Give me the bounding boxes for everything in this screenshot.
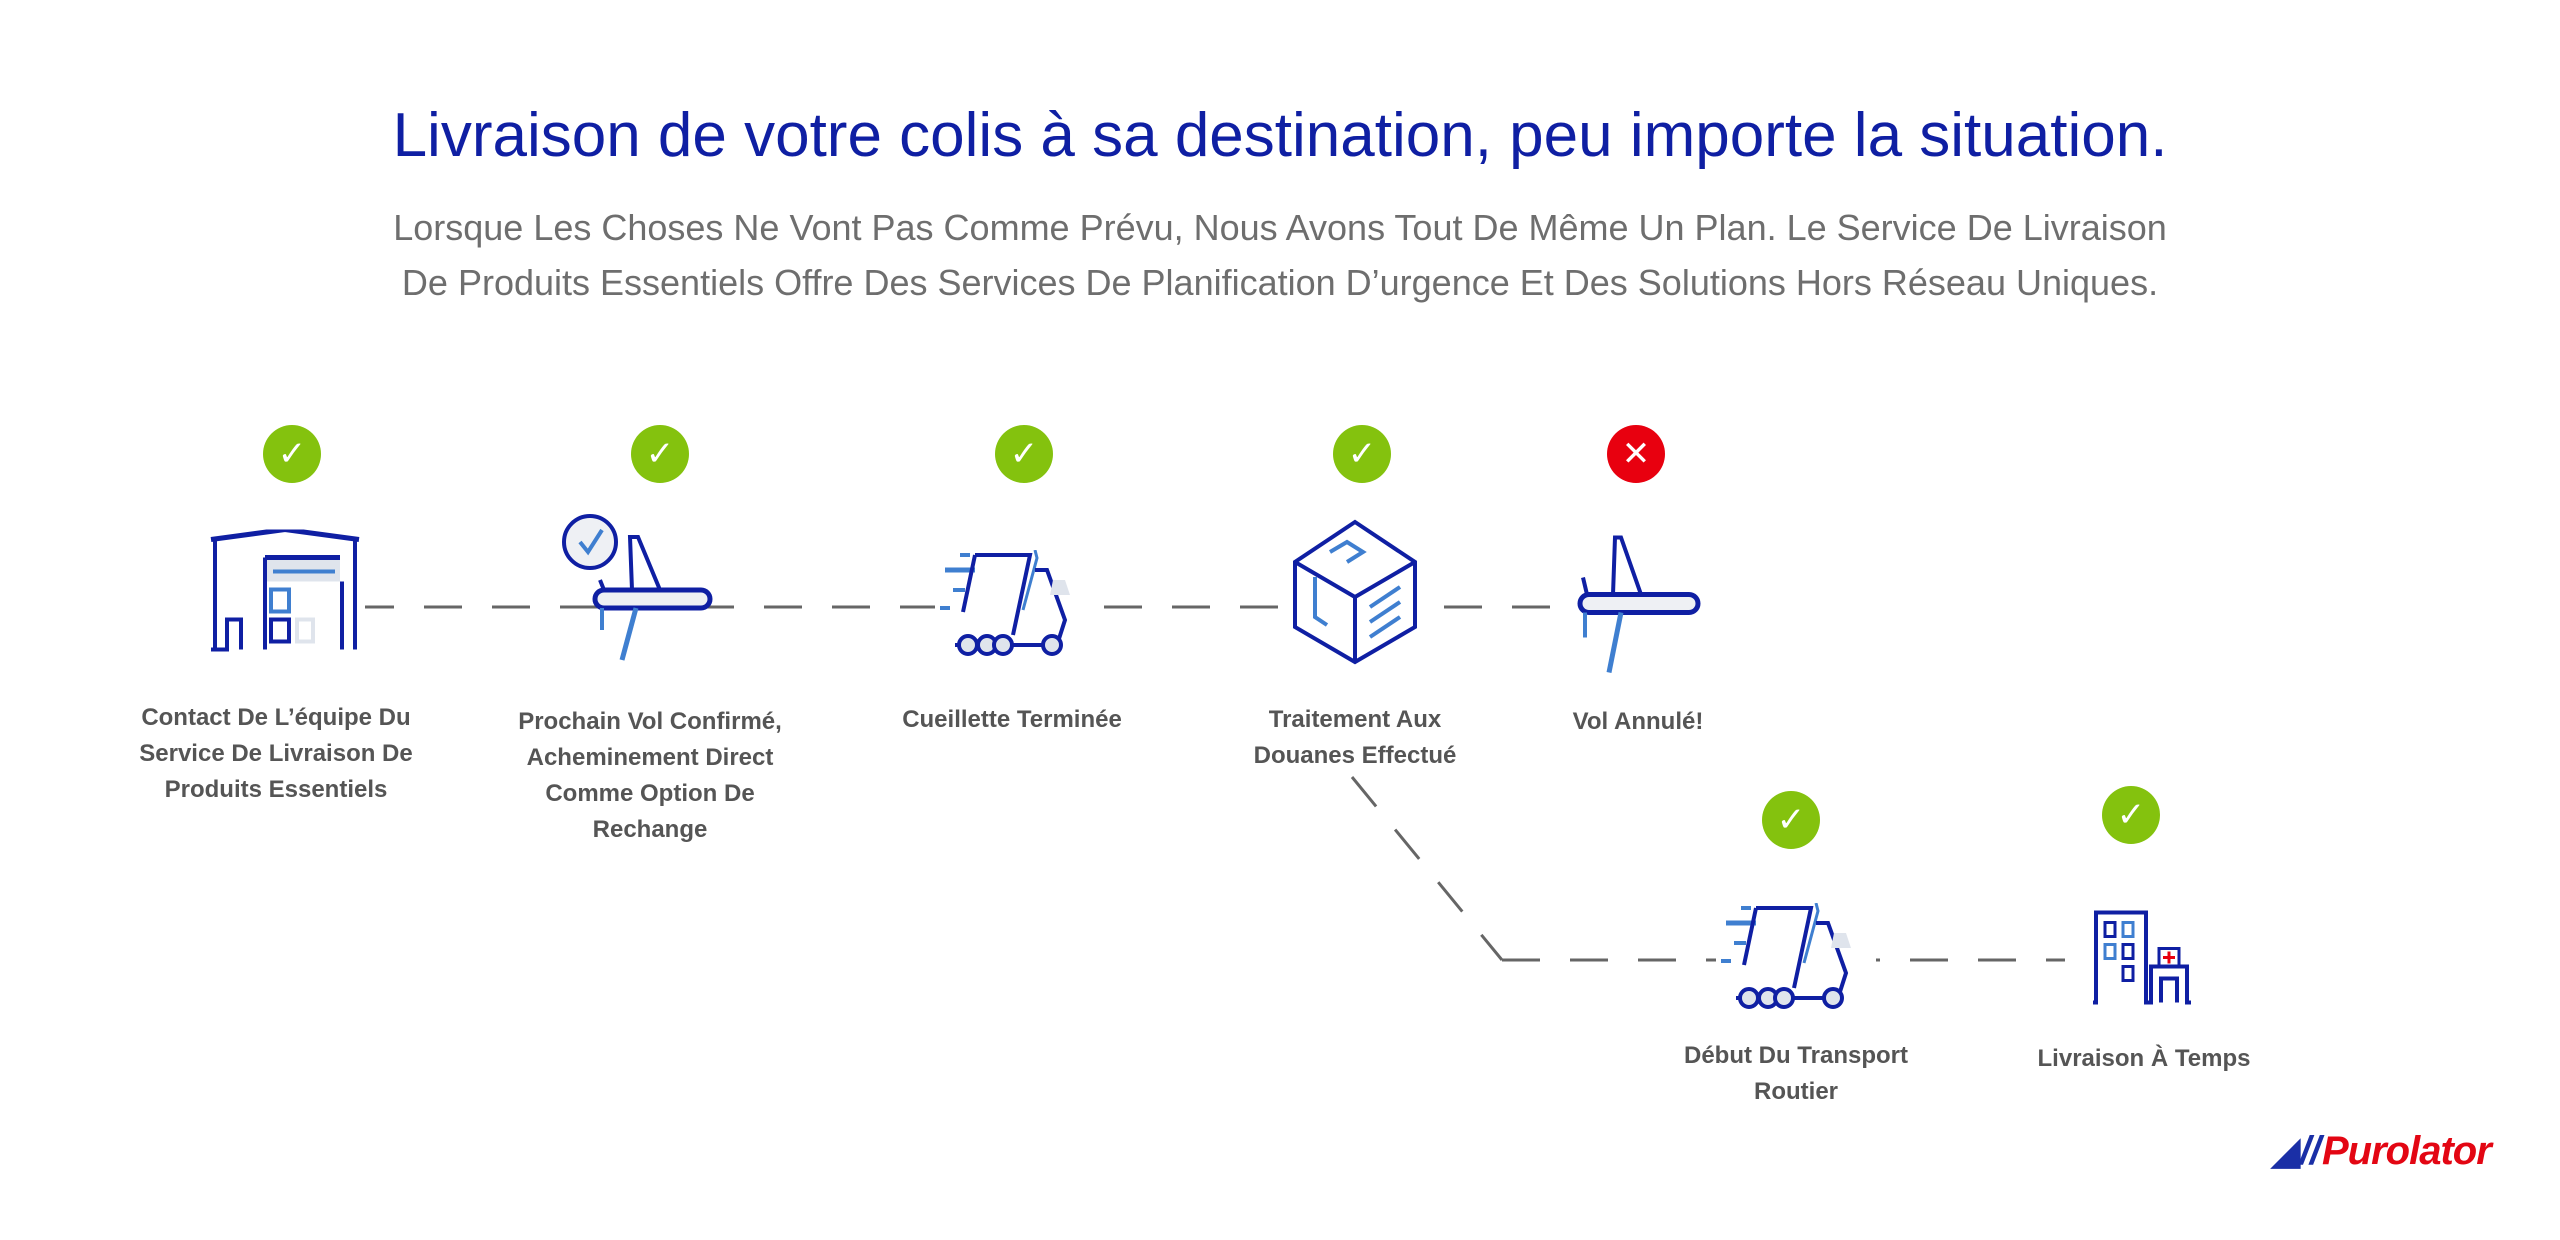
status-ok-icon: ✓: [263, 425, 321, 483]
status-ok-icon: ✓: [631, 425, 689, 483]
status-ok-icon: ✓: [1333, 425, 1391, 483]
logo-text: Purolator: [2322, 1129, 2492, 1173]
purolator-logo: ◢//Purolator: [2270, 1128, 2492, 1174]
status-ok-icon: ✓: [2102, 786, 2160, 844]
plane-confirmed-icon: [562, 514, 713, 661]
step-label-next-flight: Prochain Vol Confirmé, Acheminement Dire…: [518, 708, 782, 843]
status-fail-icon: ✕: [1607, 425, 1665, 483]
page-subtitle: Lorsque Les Choses Ne Vont Pas Comme Pré…: [393, 207, 2167, 303]
step-label-flight-cancelled: Vol Annulé!: [1572, 708, 1704, 735]
hospital-icon: [2093, 910, 2191, 1005]
branch-dashed-line: [1350, 776, 1504, 961]
step-label-customs: Traitement Aux Douanes Effectué: [1253, 706, 1457, 769]
warehouse-icon: [205, 529, 365, 655]
status-ok-icon: ✓: [1762, 791, 1820, 849]
step-label-road-transport: Début Du Transport Routier: [1683, 1042, 1908, 1105]
truck-icon: [935, 550, 1095, 660]
plane-icon: [1577, 535, 1701, 673]
truck-icon: [1716, 903, 1876, 1013]
package-icon: [1285, 517, 1425, 667]
step-label-contact: Contact De L’équipe Du Service De Livrai…: [139, 704, 413, 803]
page-title: Livraison de votre colis à sa destinatio…: [392, 101, 2168, 170]
logo-mark-icon: ◢//: [2270, 1129, 2321, 1173]
step-label-pickup: Cueillette Terminée: [902, 706, 1122, 733]
status-ok-icon: ✓: [995, 425, 1053, 483]
step-label-on-time-delivery: Livraison À Temps: [2037, 1045, 2251, 1072]
